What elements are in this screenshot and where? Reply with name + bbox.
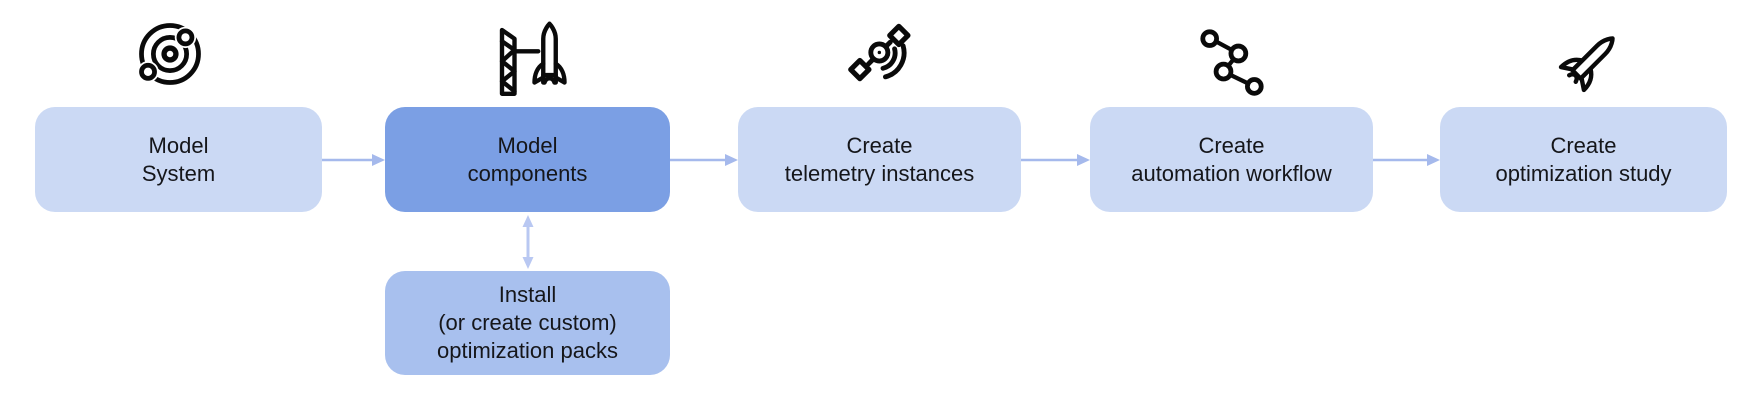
step-install-optimization-packs: Install (or create custom) optimization … (385, 271, 670, 375)
step-label: Model components (467, 132, 588, 186)
flow-arrow-4-5 (1373, 154, 1440, 166)
flow-arrow-1-2 (322, 154, 385, 166)
step-label: Create optimization study (1495, 132, 1672, 186)
flow-arrow-2-3 (670, 154, 738, 166)
double-arrow-components-packs (522, 215, 534, 269)
step-label: Install (or create custom) optimization … (437, 282, 618, 363)
step-label: Create telemetry instances (784, 132, 975, 186)
launchpad-icon (499, 21, 567, 96)
step-model-components: Model components (385, 107, 670, 212)
step-model-system: Model System (35, 107, 322, 212)
workflow-nodes-icon (1200, 29, 1264, 96)
step-label: Model System (141, 132, 216, 186)
step-create-telemetry-instances: Create telemetry instances (738, 107, 1021, 212)
flow-arrow-3-4 (1021, 154, 1090, 166)
step-label: Create automation workflow (1131, 132, 1332, 186)
step-create-automation-workflow: Create automation workflow (1090, 107, 1373, 212)
rocket-icon (1558, 36, 1615, 93)
orbit-icon (137, 23, 201, 85)
step-create-optimization-study: Create optimization study (1440, 107, 1727, 212)
satellite-icon (848, 23, 911, 82)
